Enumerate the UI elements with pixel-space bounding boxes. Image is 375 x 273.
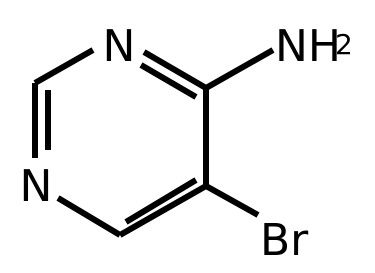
substituent-bonds [204, 47, 275, 218]
bond-c4-c5-inner [124, 177, 198, 225]
bond-c6-nh2 [204, 47, 275, 91]
bond-c4-c5 [118, 183, 208, 238]
atom-bromine: Br [260, 215, 309, 266]
atom-amine-nh: NH [275, 21, 341, 72]
bond-n3-c4 [56, 195, 122, 238]
atom-n-left: N [20, 161, 53, 212]
bond-c5-br [204, 183, 260, 218]
ring-bonds [32, 47, 209, 238]
atom-labels: N N NH 2 Br [20, 21, 353, 266]
bond-n1-c2 [33, 47, 95, 86]
atom-amine-subscript: 2 [335, 28, 353, 61]
bond-c6-n1-inner [139, 62, 198, 100]
atom-n-top: N [103, 21, 136, 72]
bond-c6-n1 [142, 49, 208, 91]
